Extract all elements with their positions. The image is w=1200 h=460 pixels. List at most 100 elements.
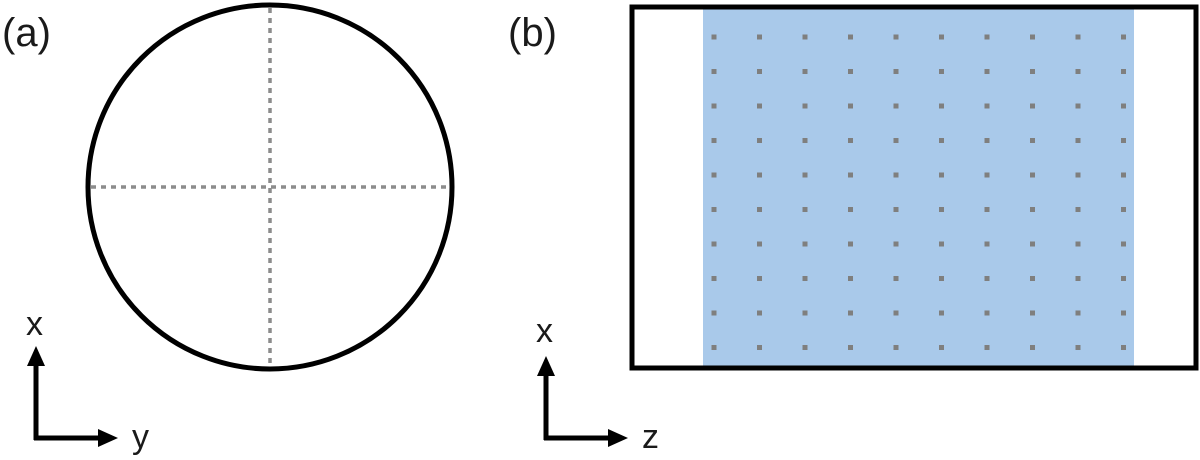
panel-a: (a) x y	[2, 2, 455, 456]
grid-dot	[802, 207, 808, 212]
grid-dot	[1030, 345, 1035, 350]
grid-dot	[802, 345, 808, 350]
grid-dot	[848, 69, 853, 74]
grid-dot	[1121, 69, 1126, 74]
grid-dot	[984, 34, 990, 40]
grid-dot	[1075, 69, 1081, 74]
grid-dot	[939, 34, 944, 40]
grid-dot	[893, 276, 899, 281]
grid-dot	[939, 310, 944, 316]
grid-dot	[1121, 207, 1126, 212]
grid-dot	[1030, 310, 1035, 316]
rectangular-boundary	[629, 4, 1199, 371]
grid-dot	[802, 241, 808, 247]
grid-dot	[893, 69, 899, 74]
grid-dot	[848, 345, 853, 350]
grid-dot	[1075, 138, 1081, 143]
panel-a-label: (a)	[2, 11, 51, 55]
axis-label-vertical-b: x	[536, 312, 553, 350]
grid-dot	[711, 69, 717, 74]
grid-dot	[1121, 310, 1126, 316]
grid-dot	[1121, 103, 1126, 109]
grid-dot	[802, 172, 808, 178]
grid-dot	[939, 103, 944, 109]
grid-dot	[984, 241, 990, 247]
grid-dot	[711, 310, 717, 316]
axis-indicator-a: x y	[26, 305, 149, 456]
grid-dot	[1030, 69, 1035, 74]
grid-dot	[1121, 172, 1126, 178]
grid-dot	[848, 207, 853, 212]
grid-dot	[711, 103, 717, 109]
panel-b-label: (b)	[508, 11, 557, 55]
grid-dot	[757, 310, 762, 316]
grid-dot	[984, 138, 990, 143]
grid-dot	[711, 276, 717, 281]
grid-dot	[711, 138, 717, 143]
grid-dot	[1121, 276, 1126, 281]
grid-dot	[1030, 207, 1035, 212]
circular-cross-section	[85, 2, 455, 372]
grid-dot	[1030, 276, 1035, 281]
grid-dot	[1075, 310, 1081, 316]
grid-dot	[893, 172, 899, 178]
grid-dot	[939, 138, 944, 143]
grid-dot	[1030, 34, 1035, 40]
up-arrow-head-icon	[27, 346, 45, 366]
grid-dot	[939, 345, 944, 350]
grid-dot	[802, 138, 808, 143]
grid-dot	[1030, 241, 1035, 247]
grid-dot	[1121, 241, 1126, 247]
grid-dot	[939, 69, 944, 74]
grid-dot	[757, 138, 762, 143]
axis-label-vertical-a: x	[26, 305, 43, 343]
grid-dot	[984, 103, 990, 109]
grid-dot	[1075, 276, 1081, 281]
grid-dot	[939, 276, 944, 281]
right-arrow-head-icon	[98, 429, 118, 447]
axis-indicator-b: x z	[536, 312, 659, 456]
grid-dot	[757, 241, 762, 247]
grid-dot	[802, 310, 808, 316]
grid-dot	[711, 207, 717, 212]
grid-dot	[1075, 207, 1081, 212]
grid-dot	[939, 207, 944, 212]
grid-dot	[757, 172, 762, 178]
grid-dot	[984, 345, 990, 350]
grid-dot	[757, 34, 762, 40]
axis-label-horizontal-b: z	[642, 418, 659, 456]
grid-dot	[893, 241, 899, 247]
shaded-region	[703, 9, 1134, 366]
right-arrow-head-icon-b	[608, 429, 628, 447]
grid-dot	[711, 34, 717, 40]
grid-dot	[711, 172, 717, 178]
grid-dot	[893, 138, 899, 143]
grid-dot	[984, 172, 990, 178]
grid-dot	[893, 310, 899, 316]
grid-dot	[939, 241, 944, 247]
grid-dot	[1030, 172, 1035, 178]
grid-dot	[893, 34, 899, 40]
grid-dot	[984, 69, 990, 74]
grid-dot	[757, 207, 762, 212]
grid-dot	[848, 276, 853, 281]
grid-dot	[802, 34, 808, 40]
grid-dot	[757, 69, 762, 74]
grid-dot	[984, 276, 990, 281]
grid-dot	[757, 103, 762, 109]
grid-dot	[848, 310, 853, 316]
grid-dot	[939, 172, 944, 178]
panel-b: (b) x z	[508, 4, 1199, 456]
grid-dot	[757, 276, 762, 281]
grid-dot	[1075, 34, 1081, 40]
grid-dot	[1121, 34, 1126, 40]
grid-dot	[1030, 103, 1035, 109]
grid-dot	[848, 241, 853, 247]
grid-dot	[984, 310, 990, 316]
grid-dot	[1075, 345, 1081, 350]
grid-dot	[1075, 103, 1081, 109]
grid-dot	[848, 34, 853, 40]
grid-dot	[893, 103, 899, 109]
grid-dot	[848, 103, 853, 109]
